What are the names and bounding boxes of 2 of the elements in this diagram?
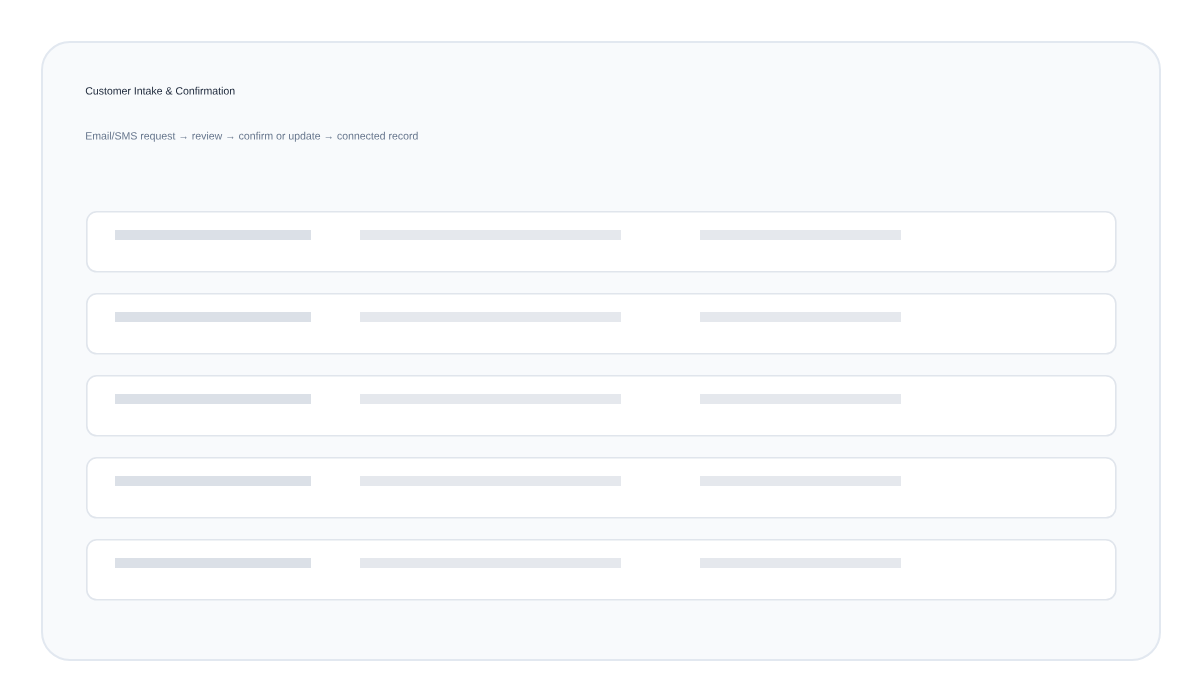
title: Customer Intake & Confirmation bbox=[85, 86, 235, 95]
subtitle: Email/SMS request → review → confirm or update → connected record bbox=[86, 131, 418, 142]
